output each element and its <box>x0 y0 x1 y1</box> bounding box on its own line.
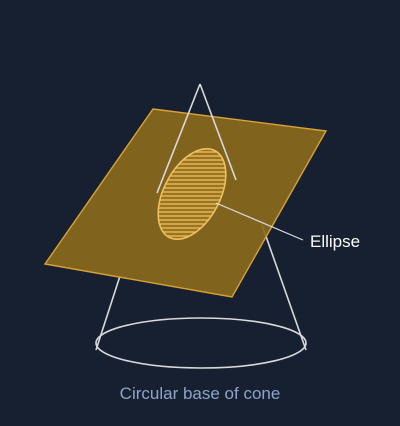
cone-left-generator-upper <box>156 83 201 194</box>
cone-lower-body <box>95 224 307 351</box>
cone-upper-body <box>156 83 237 194</box>
ellipse-fill <box>158 148 226 240</box>
cone-right-generator-lower <box>261 224 307 351</box>
ellipse-leader-line <box>215 202 304 241</box>
cone-base-circle <box>95 317 307 369</box>
cone-left-generator-lower <box>95 275 121 351</box>
cone-right-generator-upper <box>199 83 237 181</box>
ellipse-outline <box>157 147 227 241</box>
base-label: Circular base of cone <box>120 384 281 403</box>
ellipse-label: Ellipse <box>310 232 360 251</box>
